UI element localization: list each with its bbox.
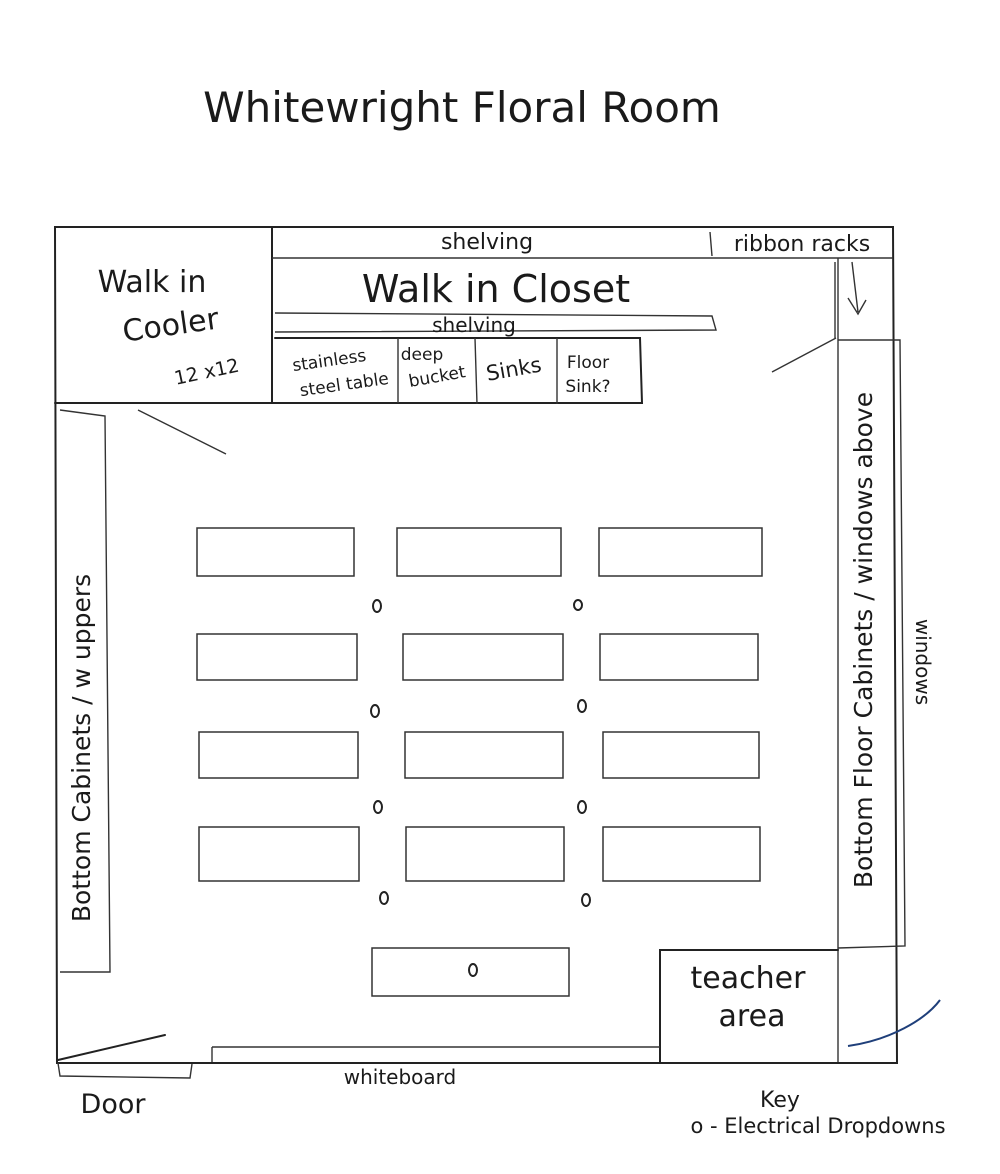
counter-fixtures: stainless steel table deep bucket Sinks … bbox=[271, 337, 644, 405]
outlet-marker bbox=[573, 599, 583, 611]
floor-sink-label-line2: Sink? bbox=[565, 377, 610, 397]
outlet-marker bbox=[379, 891, 389, 905]
right-cabinets: Bottom Floor Cabinets / windows above wi… bbox=[837, 258, 935, 1062]
floor-sink-label-line1: Floor bbox=[567, 353, 609, 373]
walk-in-cooler: Walk in Cooler 12 x12 bbox=[54, 227, 273, 404]
walk-in-closet: shelving ribbon racks Walk in Closet she… bbox=[272, 230, 893, 373]
cooler-label-line1: Walk in bbox=[98, 265, 207, 300]
door-label: Door bbox=[81, 1089, 147, 1120]
work-tables bbox=[196, 527, 763, 997]
walk-in-closet-label: Walk in Closet bbox=[362, 267, 630, 311]
outlet-marker bbox=[577, 800, 587, 814]
stainless-label-line1: stainless bbox=[291, 346, 368, 376]
key-item: o - Electrical Dropdowns bbox=[690, 1114, 945, 1138]
teacher-area-label-line1: teacher bbox=[691, 961, 807, 996]
room-walls bbox=[53, 226, 899, 1064]
cooler-size-label: 12 x12 bbox=[172, 355, 241, 390]
whiteboard-label: whiteboard bbox=[344, 1065, 457, 1089]
outlet-marker bbox=[577, 699, 587, 713]
outlet-marker bbox=[370, 704, 380, 718]
teacher-area: teacher area bbox=[659, 949, 839, 1063]
deep-bucket-label-line1: deep bbox=[401, 345, 444, 365]
ribbon-racks-label: ribbon racks bbox=[734, 232, 870, 257]
key-title: Key bbox=[760, 1088, 800, 1113]
outlet-marker bbox=[581, 893, 591, 907]
cooler-label-line2: Cooler bbox=[120, 301, 221, 349]
outlet-marker bbox=[372, 599, 382, 613]
windows-label: windows bbox=[911, 619, 935, 705]
left-cabinets: Bottom Cabinets / w uppers bbox=[59, 409, 227, 973]
shelving-top-label: shelving bbox=[441, 230, 533, 255]
door-swing-arc bbox=[847, 999, 941, 1047]
deep-bucket-label-line2: bucket bbox=[407, 362, 467, 392]
outlet-marker bbox=[373, 800, 383, 814]
electrical-dropdowns bbox=[370, 599, 591, 977]
left-cabinets-label: Bottom Cabinets / w uppers bbox=[67, 574, 96, 922]
outlet-marker bbox=[468, 963, 478, 977]
plan-title: Whitewright Floral Room bbox=[203, 83, 721, 132]
right-cabinets-label: Bottom Floor Cabinets / windows above bbox=[849, 392, 878, 888]
legend-key: Key o - Electrical Dropdowns bbox=[690, 1088, 945, 1138]
sinks-label: Sinks bbox=[484, 352, 543, 385]
shelving-bottom-label: shelving bbox=[432, 313, 516, 337]
teacher-area-label-line2: area bbox=[719, 999, 786, 1034]
stainless-label-line2: steel table bbox=[299, 369, 391, 401]
whiteboard: whiteboard bbox=[211, 1046, 660, 1089]
door: Door bbox=[57, 999, 941, 1120]
